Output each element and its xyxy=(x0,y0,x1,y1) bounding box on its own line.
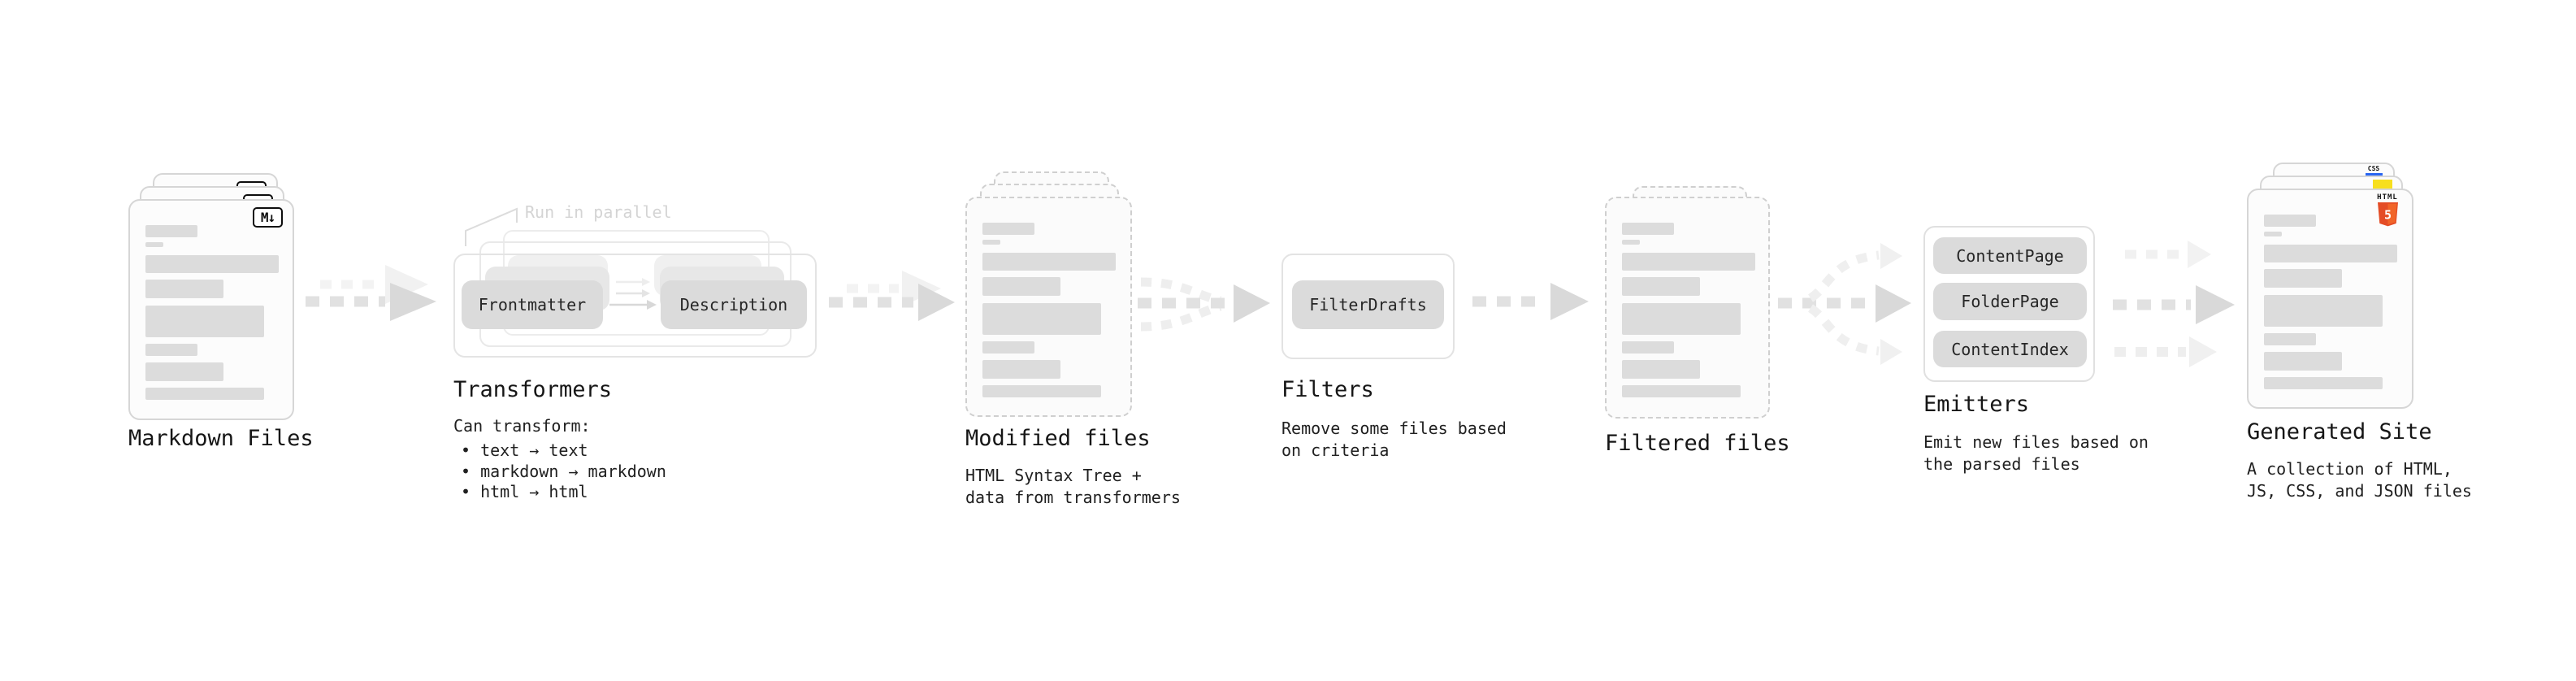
doc-content-bar xyxy=(1622,385,1741,397)
transformers-bullet-3: • html → html xyxy=(461,482,588,501)
doc-content-placeholder xyxy=(967,198,1130,415)
svg-text:5: 5 xyxy=(2383,207,2391,222)
transformer-group-box-front xyxy=(453,254,817,358)
emitters-group-box xyxy=(1923,226,2095,382)
doc-content-bar xyxy=(145,280,223,298)
css-icon-underline xyxy=(2365,173,2383,176)
html5-shield: 5 xyxy=(2377,202,2398,227)
filterdrafts-node: FilterDrafts xyxy=(1292,280,1444,329)
filtered-file-card-front xyxy=(1605,197,1770,419)
markdown-file-card-front: M↓ xyxy=(128,199,294,420)
doc-content-bar xyxy=(145,344,197,356)
doc-content-bar xyxy=(982,240,1000,245)
doc-content-bar xyxy=(1622,303,1741,335)
doc-content-bar xyxy=(982,277,1060,296)
doc-content-bar xyxy=(982,223,1034,235)
description-node: Description xyxy=(661,280,807,329)
filters-group-box xyxy=(1281,254,1455,359)
doc-content-placeholder xyxy=(130,201,293,419)
doc-content-bar xyxy=(982,303,1101,335)
arrow-filters-to-filtered xyxy=(1472,283,1589,320)
transformers-description: Can transform: xyxy=(453,416,591,436)
doc-content-bar xyxy=(1622,341,1674,354)
doc-content-bar xyxy=(1622,277,1700,296)
doc-content-bar xyxy=(2264,269,2342,288)
doc-content-bar xyxy=(1622,360,1700,379)
run-in-parallel-note: Run in parallel xyxy=(525,202,672,222)
emitters-description: Emit new files based on the parsed files xyxy=(1923,432,2149,474)
doc-content-bar xyxy=(2264,245,2397,262)
javascript-icon xyxy=(2373,180,2392,189)
contentindex-node: ContentIndex xyxy=(1933,331,2087,367)
doc-content-bar xyxy=(2264,352,2342,371)
arrow-markdown-to-transformers xyxy=(306,265,436,321)
folderpage-node: FolderPage xyxy=(1933,283,2087,320)
modified-file-card-front xyxy=(965,197,1132,417)
doc-content-bar xyxy=(2264,377,2383,389)
frontmatter-node: Frontmatter xyxy=(462,280,603,329)
doc-content-bar xyxy=(1622,253,1755,271)
generated-site-description: A collection of HTML, JS, CSS, and JSON … xyxy=(2247,459,2472,501)
doc-content-bar xyxy=(982,360,1060,379)
doc-content-bar xyxy=(145,255,279,273)
doc-content-bar xyxy=(1622,240,1640,245)
doc-content-bar xyxy=(2264,215,2316,227)
doc-content-placeholder xyxy=(1607,198,1768,417)
stage-title-filtered-files: Filtered files xyxy=(1605,431,1790,456)
modified-files-description: HTML Syntax Tree + data from transformer… xyxy=(965,466,1181,507)
doc-content-bar xyxy=(1622,223,1674,235)
arrow-emitters-to-generated xyxy=(2113,241,2235,367)
doc-content-bar xyxy=(982,341,1034,354)
doc-content-bar xyxy=(145,242,163,247)
html5-icon: HTML 5 xyxy=(2373,193,2402,227)
arrow-modified-to-filters xyxy=(1138,277,1270,332)
stage-title-modified-files: Modified files xyxy=(965,426,1151,451)
doc-content-bar xyxy=(2264,232,2282,236)
css-icon-label: CSS xyxy=(2367,165,2380,172)
stage-title-filters: Filters xyxy=(1281,377,1374,402)
doc-content-placeholder xyxy=(2249,190,2412,407)
stage-title-emitters: Emitters xyxy=(1923,392,2030,417)
filters-description: Remove some files based on criteria xyxy=(1281,419,1507,460)
doc-content-bar xyxy=(2264,295,2383,327)
doc-content-bar xyxy=(145,388,264,400)
contentpage-node: ContentPage xyxy=(1933,237,2087,274)
doc-content-bar xyxy=(145,306,264,337)
doc-content-bar xyxy=(145,225,197,237)
arrow-transformers-to-modified xyxy=(829,271,955,321)
html5-icon-label: HTML xyxy=(2377,193,2398,202)
css-icon: CSS xyxy=(2364,166,2383,176)
stage-title-transformers: Transformers xyxy=(453,377,613,402)
markdown-icon: M↓ xyxy=(253,207,283,228)
transformers-bullet-1: • text → text xyxy=(461,440,588,460)
doc-content-bar xyxy=(2264,333,2316,345)
transformers-bullet-2: • markdown → markdown xyxy=(461,462,666,481)
arrow-filtered-to-emitters xyxy=(1778,243,1911,365)
stage-title-generated-site: Generated Site xyxy=(2247,419,2432,445)
doc-content-bar xyxy=(145,362,223,381)
doc-content-bar xyxy=(982,253,1116,271)
stage-title-markdown-files: Markdown Files xyxy=(128,426,314,451)
doc-content-bar xyxy=(982,385,1101,397)
generated-file-card-html: HTML 5 xyxy=(2247,189,2413,409)
